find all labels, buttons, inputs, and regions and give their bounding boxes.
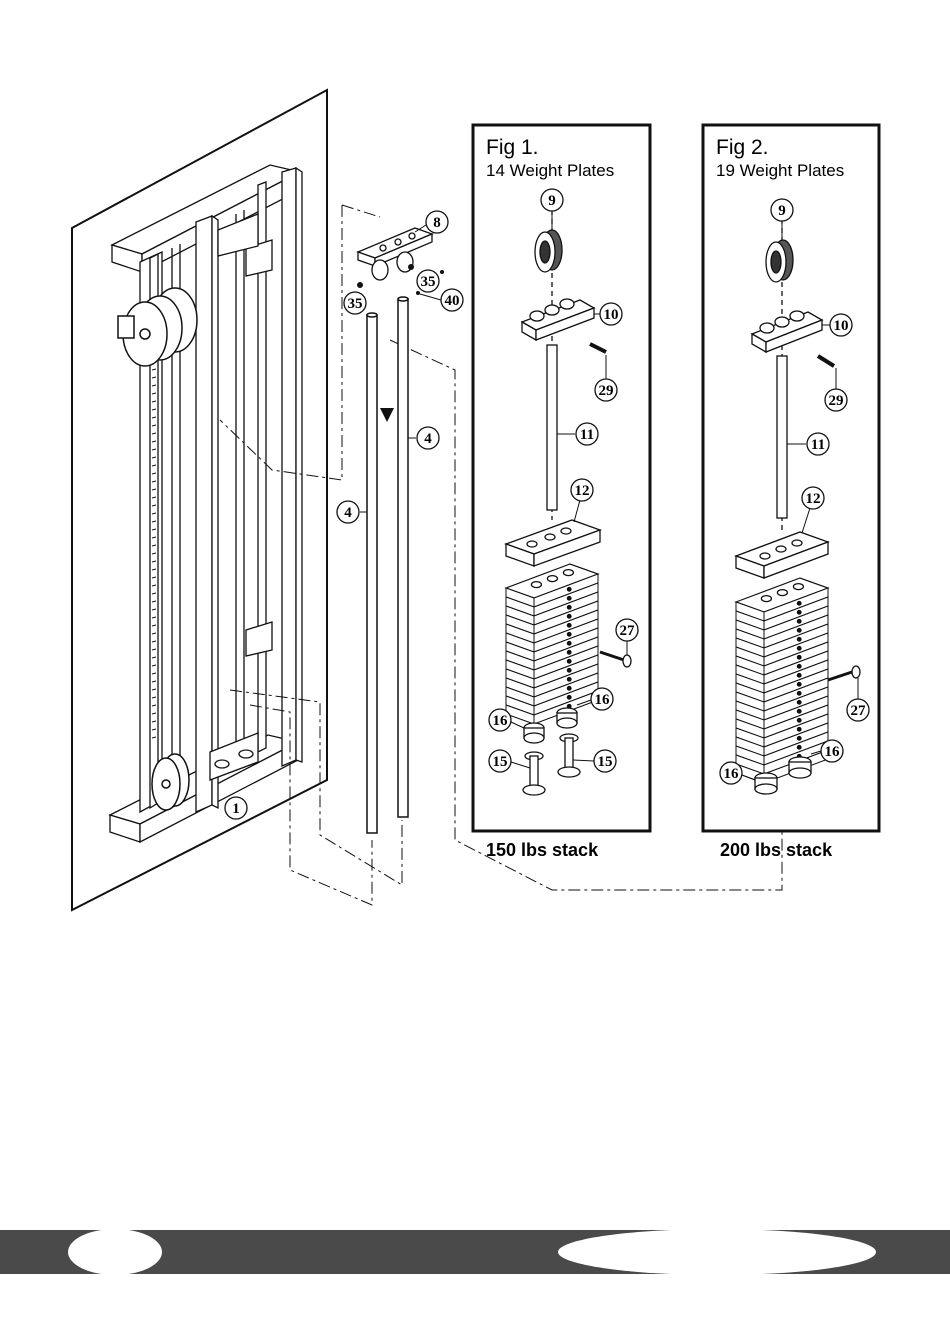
fig2-callout-bushing-right-label: 16 <box>825 744 841 760</box>
fig1-callout-spacer-left-label: 15 <box>493 754 508 770</box>
stack-pin-hole <box>797 629 801 633</box>
callout-washer-label: 40 <box>445 293 460 309</box>
stack-pin-hole <box>797 656 801 660</box>
fig1-callout-pin-label: 27 <box>620 623 636 639</box>
stack-pin-hole <box>567 642 571 646</box>
stack-hole <box>531 582 541 588</box>
footer-oval-left <box>68 1229 162 1275</box>
stack-pin-hole <box>567 651 571 655</box>
stack-pin-hole <box>567 678 571 682</box>
fig2-callout-top-plate-label: 10 <box>834 318 849 334</box>
fig2-callout-bushing-left-label: 16 <box>724 766 740 782</box>
fig1-callout-guide-plate-label: 12 <box>575 483 590 499</box>
figure-2-caption: 200 lbs stack <box>720 840 833 860</box>
stack-pin-hole <box>567 588 571 592</box>
fig2-callout-pulley-label: 9 <box>778 203 786 219</box>
stack-pin-hole <box>797 620 801 624</box>
stack-pin-hole <box>567 606 571 610</box>
callout-frame: 1 <box>225 797 247 819</box>
fig2-callout-guide-plate-label: 12 <box>806 491 821 507</box>
stack-pin-hole <box>797 728 801 732</box>
stack-pin-hole <box>797 638 801 642</box>
stack-pin-hole <box>567 615 571 619</box>
fig2-callout-pin-label: 27 <box>851 703 867 719</box>
figure-2-title: Fig 2. <box>716 136 769 159</box>
stack-pin-hole <box>797 719 801 723</box>
stack-pin-hole <box>567 633 571 637</box>
fig1-callout-selector-rod-label: 11 <box>580 427 594 443</box>
stack-pin-hole <box>797 647 801 651</box>
stack-pin-hole <box>567 660 571 664</box>
figure-1-subtitle: 14 Weight Plates <box>486 161 614 180</box>
direction-arrow-icon <box>380 408 394 422</box>
stack-pin-hole <box>567 696 571 700</box>
fig2-callout-screw-label: 29 <box>829 393 844 409</box>
frame-pulley-bottom <box>152 754 189 810</box>
fig1-weight-stack <box>506 564 598 724</box>
stack-pin-hole <box>797 602 801 606</box>
callout-rod-left-label: 4 <box>344 505 352 521</box>
stack-hole <box>547 576 557 582</box>
stack-pin-hole <box>797 710 801 714</box>
fig1-callout-screw-label: 29 <box>599 383 614 399</box>
stack-pin-hole <box>797 611 801 615</box>
stack-pin-hole <box>797 665 801 669</box>
fig1-callout-bushing-left-label: 16 <box>493 713 509 729</box>
callout-bolt-left: 35 <box>344 292 366 314</box>
stack-pin-hole <box>797 701 801 705</box>
callout-rod-right-label: 4 <box>424 431 432 447</box>
figure-1-caption: 150 lbs stack <box>486 840 599 860</box>
stack-pin-hole <box>567 597 571 601</box>
callout-bolt-right-label: 35 <box>421 274 436 290</box>
stack-pin-hole <box>567 669 571 673</box>
stack-pin-hole <box>797 674 801 678</box>
fig2-callout-selector-rod-label: 11 <box>811 437 825 453</box>
figure-1-title: Fig 1. <box>486 136 539 159</box>
stack-hole <box>563 570 573 576</box>
stack-pin-hole <box>797 683 801 687</box>
callout-bolt-left-label: 35 <box>348 296 363 312</box>
fig1-callout-top-plate-label: 10 <box>604 307 619 323</box>
fig2-weight-stack <box>736 578 828 783</box>
stack-pin-hole <box>567 624 571 628</box>
callout-bolt-right: 35 <box>417 270 439 292</box>
stack-pin-hole <box>797 737 801 741</box>
figure-2-subtitle: 19 Weight Plates <box>716 161 844 180</box>
stack-pin-hole <box>797 746 801 750</box>
callout-rod-left: 4 <box>337 501 367 523</box>
callout-frame-label: 1 <box>232 801 240 817</box>
footer-oval-right <box>558 1229 876 1275</box>
callout-rod-right: 4 <box>408 427 439 449</box>
fig1-callout-spacer-right-label: 15 <box>598 754 613 770</box>
stack-pin-hole <box>797 692 801 696</box>
fig1-callout-bushing-right-label: 16 <box>595 692 611 708</box>
guide-rod-left <box>367 313 377 833</box>
stack-hole <box>761 596 771 602</box>
fig1-callout-pulley-label: 9 <box>548 193 556 209</box>
stack-hole <box>793 584 803 590</box>
callout-top-bracket-label: 8 <box>433 215 441 231</box>
stack-pin-hole <box>567 687 571 691</box>
stack-hole <box>777 590 787 596</box>
guide-rod-right <box>398 297 408 817</box>
